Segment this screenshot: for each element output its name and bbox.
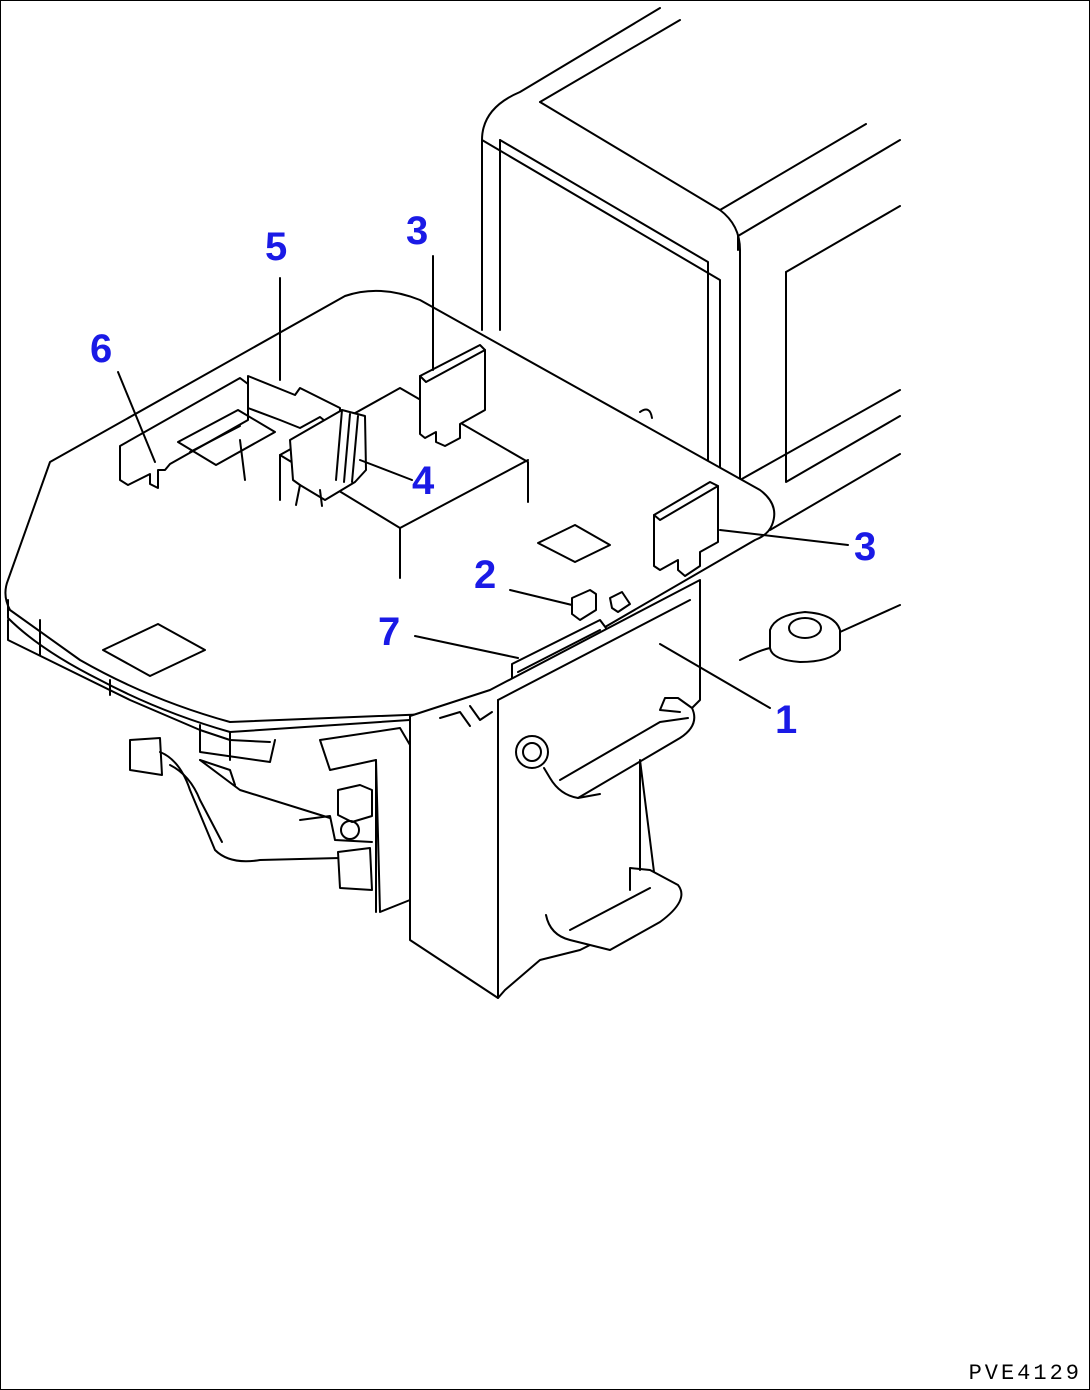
callout-3-upper: 3 <box>406 209 428 253</box>
part-3-right-plate <box>653 481 719 577</box>
callout-4: 4 <box>412 459 435 503</box>
part-4-panel <box>289 409 367 507</box>
callout-7: 7 <box>378 610 400 654</box>
callout-labels: 1 2 3 3 4 5 6 7 <box>90 209 876 742</box>
callout-5: 5 <box>265 225 287 269</box>
callout-2: 2 <box>474 553 496 597</box>
leader-3b <box>719 529 849 546</box>
leader-lines <box>117 255 849 709</box>
callout-6: 6 <box>90 327 112 371</box>
machine-body <box>481 7 901 531</box>
callout-1: 1 <box>775 698 797 742</box>
leader-6 <box>117 371 156 463</box>
lower-frame <box>129 705 493 913</box>
step-tower <box>409 579 901 999</box>
leader-7 <box>414 635 519 659</box>
leader-2 <box>509 589 573 606</box>
part-2-clip <box>571 589 631 621</box>
callout-3-right: 3 <box>854 525 876 569</box>
leader-1 <box>659 643 771 709</box>
drawing-code: PVE4129 <box>968 1361 1082 1386</box>
leader-4 <box>359 459 413 481</box>
part-3-upper-plate <box>419 344 486 447</box>
